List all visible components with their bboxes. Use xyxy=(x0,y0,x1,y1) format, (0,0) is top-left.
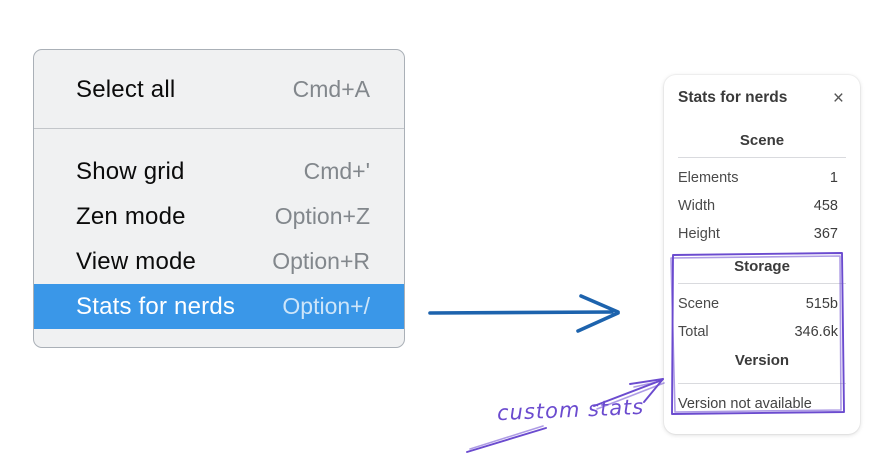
menu-item-label: Select all xyxy=(76,75,176,103)
close-icon[interactable]: × xyxy=(832,87,844,109)
menu-divider xyxy=(34,128,404,129)
section-heading: Version xyxy=(734,352,790,369)
menu-item-stats-for-nerds[interactable]: Stats for nerds Option+/ xyxy=(34,284,404,329)
stat-label: Height xyxy=(678,226,720,242)
section-heading: Scene xyxy=(739,132,785,149)
stat-value: 346.6k xyxy=(794,324,838,340)
menu-section-bottom: Show grid Cmd+' Zen mode Option+Z View m… xyxy=(34,129,404,347)
context-menu: Select all Cmd+A Show grid Cmd+' Zen mod… xyxy=(33,49,405,348)
stat-rows: Scene 515b Total 346.6k xyxy=(678,290,846,346)
stats-section-version: Version Version not available xyxy=(678,351,846,418)
menu-item-shortcut: Option+/ xyxy=(282,293,370,319)
annotation-custom-stats: custom stats xyxy=(496,394,645,426)
menu-item-label: View mode xyxy=(76,247,197,275)
blue-arrow-icon xyxy=(428,294,620,333)
stats-panel-header: Stats for nerds × xyxy=(678,87,846,109)
menu-item-shortcut: Option+Z xyxy=(274,203,370,229)
menu-item-shortcut: Cmd+' xyxy=(303,158,370,184)
stats-section-scene: Scene Elements 1 Width 458 Height 367 xyxy=(678,131,846,248)
stat-label: Elements xyxy=(678,170,739,186)
stat-label: Scene xyxy=(678,296,720,312)
stats-panel-title: Stats for nerds xyxy=(678,89,788,106)
menu-item-label: Show grid xyxy=(76,157,185,185)
menu-item-shortcut: Cmd+A xyxy=(292,76,370,102)
stat-row-height: Height 367 xyxy=(678,220,846,248)
menu-item-label: Stats for nerds xyxy=(76,292,236,320)
menu-item-show-grid[interactable]: Show grid Cmd+' xyxy=(34,149,404,194)
menu-item-view-mode[interactable]: View mode Option+R xyxy=(34,239,404,284)
stat-value: 515b xyxy=(805,296,838,312)
menu-item-zen-mode[interactable]: Zen mode Option+Z xyxy=(34,194,404,239)
stats-panel: Stats for nerds × Scene Elements 1 Width… xyxy=(664,75,860,434)
stat-rows: Elements 1 Width 458 Height 367 xyxy=(678,164,846,248)
stat-value: 1 xyxy=(829,170,838,186)
menu-item-shortcut: Option+R xyxy=(272,248,370,274)
stat-label: Width xyxy=(678,198,716,214)
menu-section-top: Select all Cmd+A xyxy=(34,50,404,128)
version-note: Version not available xyxy=(678,396,812,412)
stat-row-total-size: Total 346.6k xyxy=(678,318,846,346)
stat-row-scene-size: Scene 515b xyxy=(678,290,846,318)
stats-section-storage: Storage Scene 515b Total 346.6k xyxy=(678,257,846,346)
section-heading: Storage xyxy=(734,258,790,275)
stat-row-width: Width 458 xyxy=(678,192,846,220)
stat-value: 458 xyxy=(813,198,838,214)
menu-item-select-all[interactable]: Select all Cmd+A xyxy=(34,67,404,112)
section-divider xyxy=(678,283,846,284)
stat-value: 367 xyxy=(813,226,838,242)
section-divider xyxy=(678,157,846,158)
stat-row-elements: Elements 1 xyxy=(678,164,846,192)
stat-label: Total xyxy=(678,324,709,340)
menu-item-label: Zen mode xyxy=(76,202,186,230)
section-divider xyxy=(678,383,846,384)
